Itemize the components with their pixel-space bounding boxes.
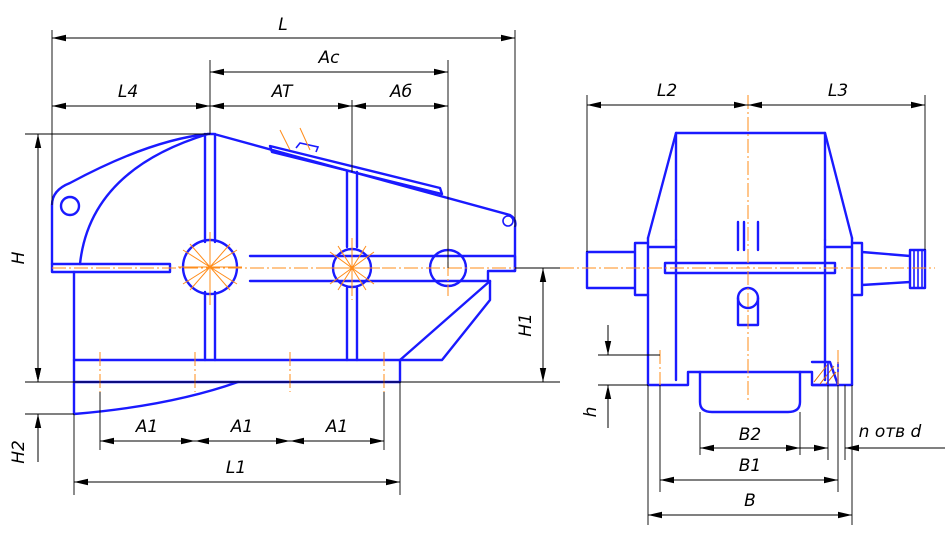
label-L3: L3 xyxy=(828,81,848,101)
label-h: h xyxy=(581,407,601,418)
label-holes: n отв d xyxy=(859,422,922,442)
front-base-foot xyxy=(72,380,240,416)
side-base-cutout xyxy=(698,370,802,414)
front-thread-marks-3 xyxy=(279,127,311,151)
front-rib-2 xyxy=(345,170,359,249)
label-AT: AT xyxy=(271,82,294,102)
label-L1: L1 xyxy=(226,458,246,478)
side-view xyxy=(560,95,935,414)
label-Ac: Ac xyxy=(318,48,341,68)
label-L4: L4 xyxy=(118,82,138,102)
label-H: H xyxy=(9,251,29,264)
label-L: L xyxy=(278,15,287,35)
side-housing-upper xyxy=(646,131,854,240)
front-rib-1 xyxy=(203,132,217,244)
front-split-line xyxy=(50,262,172,274)
label-A1-3: A1 xyxy=(325,417,348,437)
side-shaft-left xyxy=(585,241,650,297)
label-L2: L2 xyxy=(657,81,677,101)
front-housing-outline xyxy=(50,132,517,273)
label-B: B xyxy=(744,491,756,511)
label-B2: B2 xyxy=(739,425,761,445)
label-H2: H2 xyxy=(9,440,29,464)
side-base xyxy=(646,370,854,387)
front-base-plate xyxy=(72,358,402,384)
dimension-lines xyxy=(34,34,945,519)
front-cover-curve xyxy=(78,132,210,266)
label-Ab: Aб xyxy=(389,82,412,102)
dimension-labels: L Ac L4 AT Aб H H1 H2 A1 A1 A1 L1 L2 L3 … xyxy=(9,15,922,511)
side-center-bar xyxy=(663,261,837,275)
front-lifting-eye xyxy=(59,195,81,217)
front-inspection-cover xyxy=(268,144,444,196)
front-view xyxy=(50,127,530,416)
side-shaft-right xyxy=(850,241,927,297)
front-eye-hole-right xyxy=(502,215,514,227)
extension-lines xyxy=(25,30,926,525)
side-oil-gauge xyxy=(736,220,760,252)
label-A1-2: A1 xyxy=(230,417,253,437)
label-H1: H1 xyxy=(516,313,536,337)
label-B1: B1 xyxy=(739,456,761,476)
front-lower-housing xyxy=(72,270,492,362)
label-A1-1: A1 xyxy=(135,417,158,437)
